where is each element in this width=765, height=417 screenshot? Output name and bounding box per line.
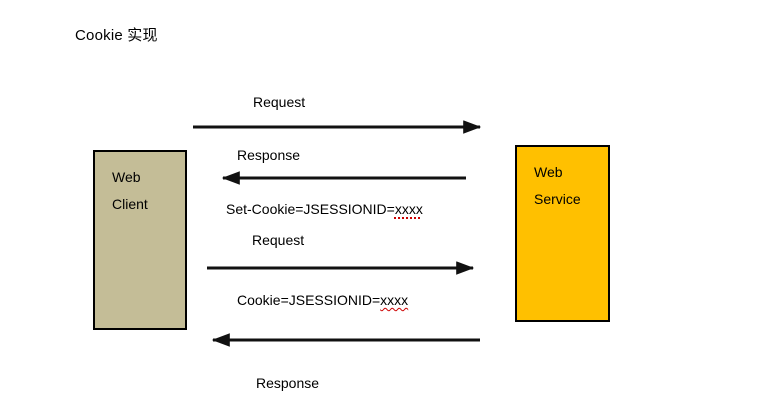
cookie-annotation-prefix: Cookie=JSESSIONID= (237, 292, 381, 308)
set-cookie-annotation-value: xxxx (394, 201, 423, 217)
web-client-label-line1: Web (112, 169, 141, 185)
request-label-2: Request (252, 232, 305, 248)
web-client-label-line2: Client (112, 196, 148, 212)
cookie-annotation: Cookie=JSESSIONID=xxxx (237, 292, 408, 308)
slide-title: Cookie 实现 (75, 27, 158, 44)
web-service-label-line2: Service (534, 191, 581, 207)
response-label-2: Response (256, 375, 320, 391)
cookie-annotation-value: xxxx (380, 292, 409, 308)
request-label-1: Request (253, 94, 306, 110)
web-client-box: Web Client (93, 150, 187, 330)
set-cookie-annotation-prefix: Set-Cookie=JSESSIONID= (226, 201, 395, 217)
response-label-1: Response (237, 147, 301, 163)
web-service-label-line1: Web (534, 164, 563, 180)
web-service-box: Web Service (515, 145, 610, 322)
set-cookie-annotation: Set-Cookie=JSESSIONID=xxxx (226, 201, 423, 217)
